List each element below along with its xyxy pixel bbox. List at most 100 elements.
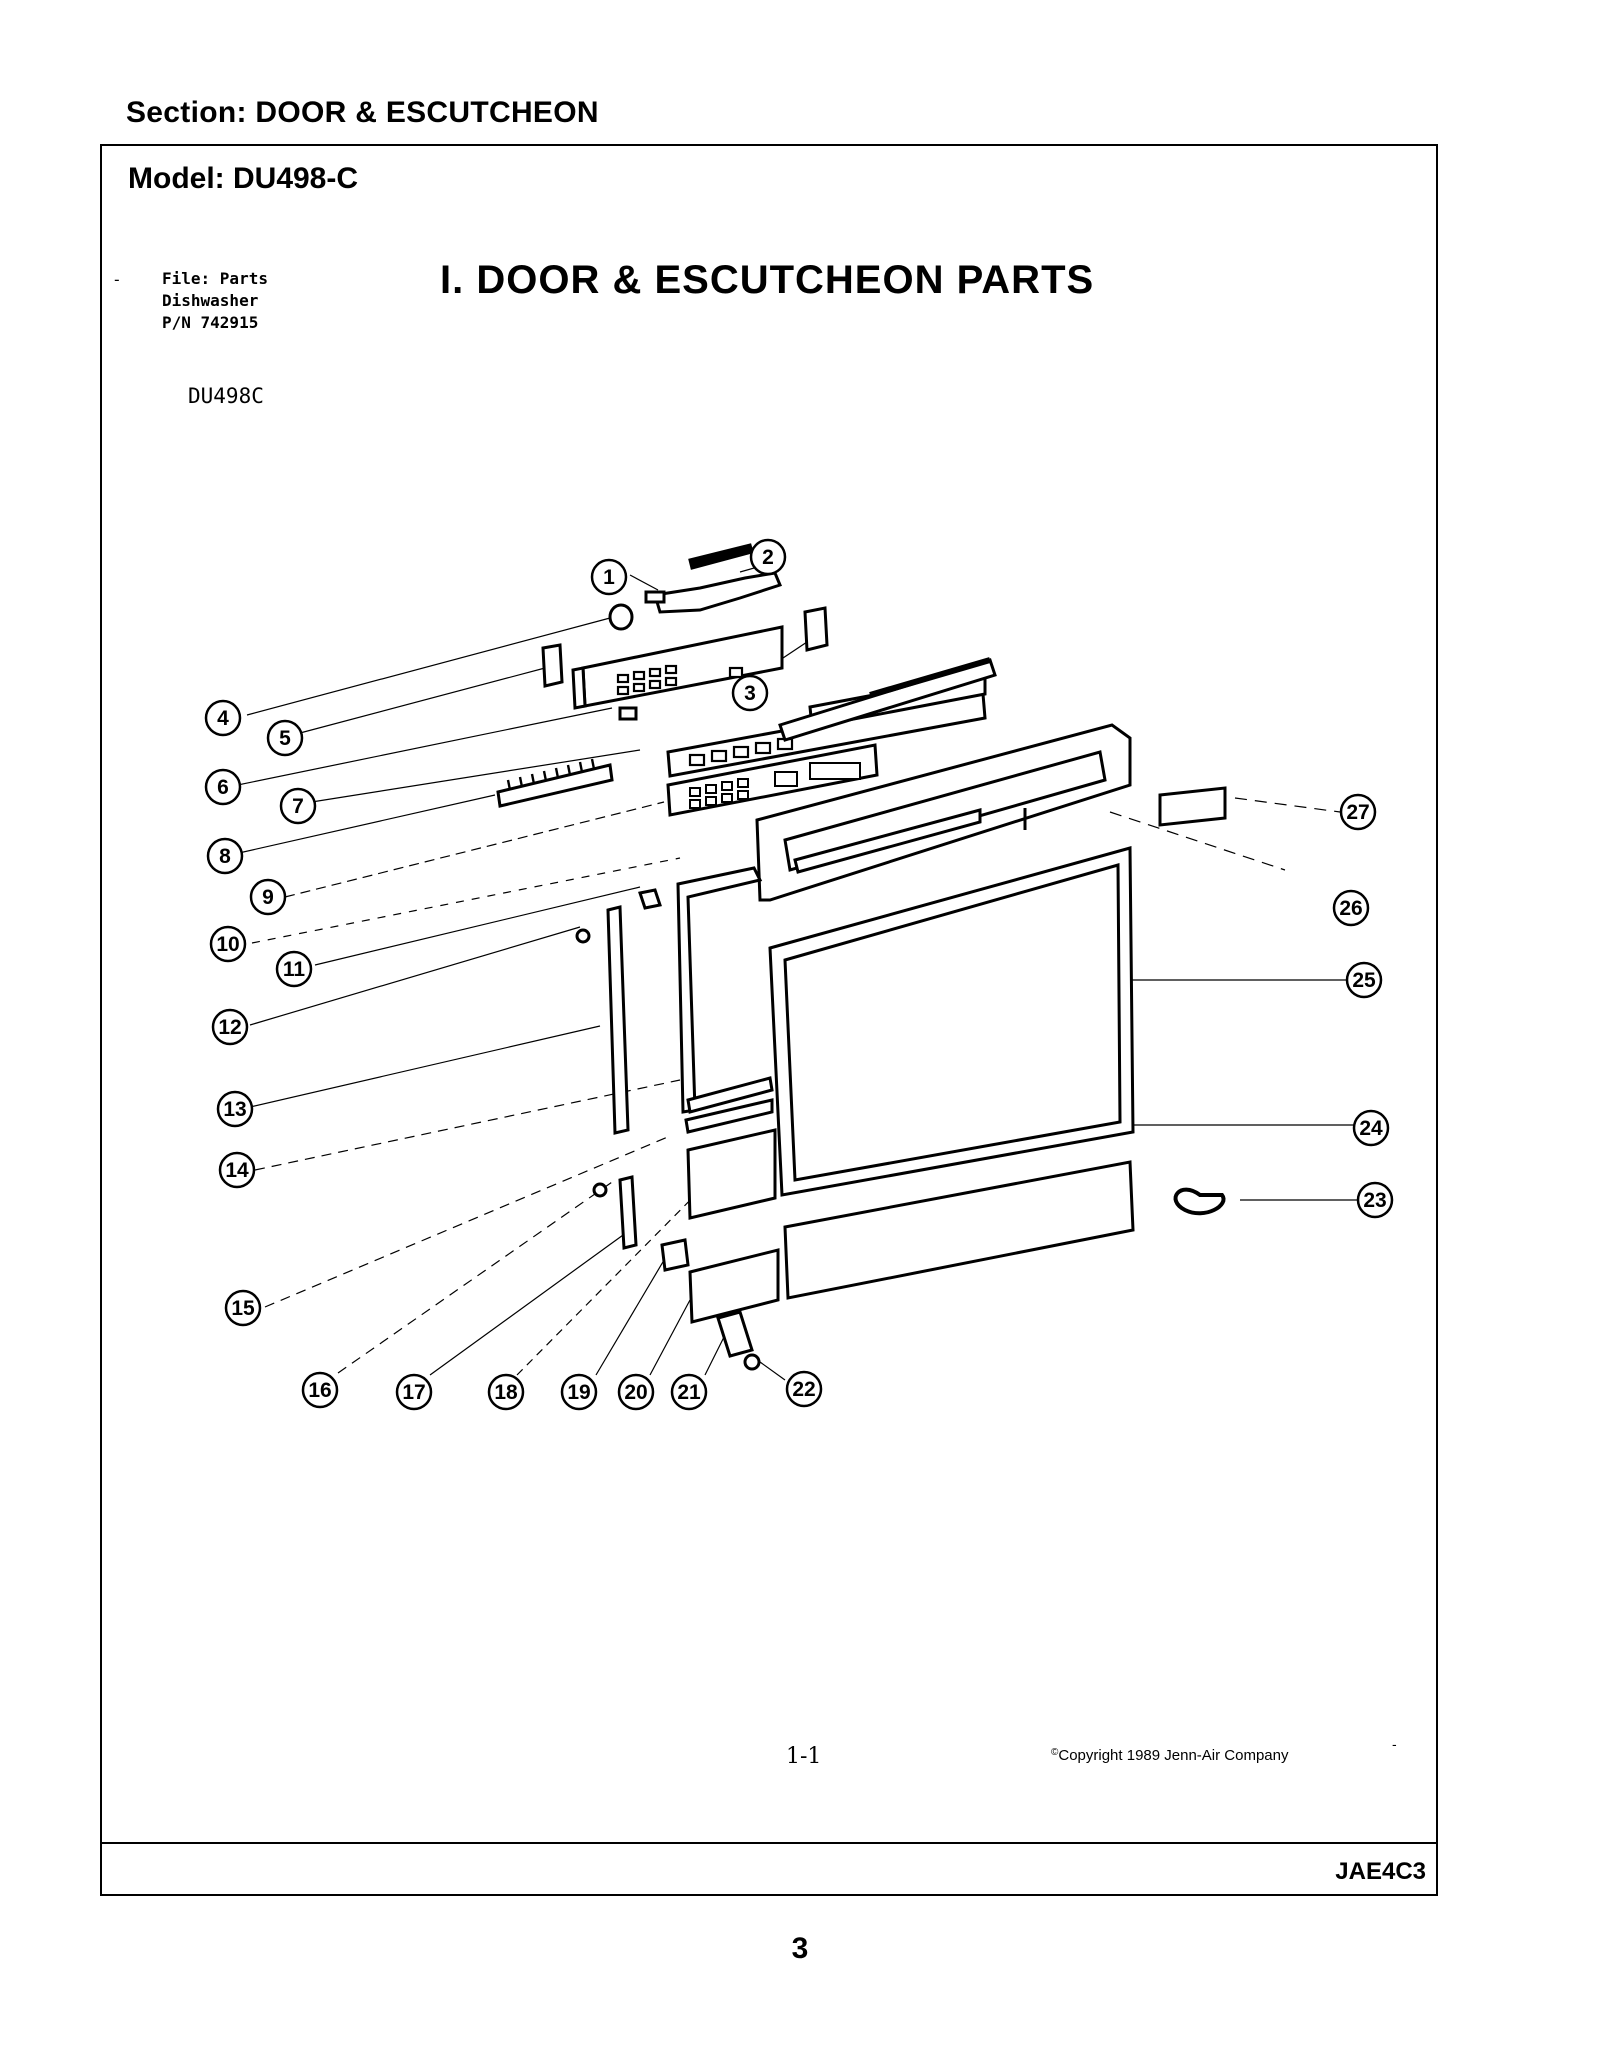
file-line: Dishwasher	[162, 291, 259, 310]
callout-2: 2	[749, 538, 787, 576]
callout-16: 16	[301, 1371, 339, 1409]
callout-circle	[209, 925, 247, 963]
dash-mark: -	[1392, 1736, 1397, 1752]
callout-number: 20	[624, 1381, 647, 1404]
document-code: JAE4C3	[1335, 1858, 1426, 1885]
callout-number: 8	[219, 845, 231, 868]
callout-number: 21	[677, 1381, 701, 1404]
file-line: P/N 742915	[162, 313, 259, 332]
callout-22: 22	[785, 1370, 823, 1408]
footer-rule	[102, 1842, 1436, 1844]
callout-19: 19	[560, 1373, 598, 1411]
callout-14: 14	[218, 1151, 256, 1189]
section-title: Section: DOOR & ESCUTCHEON	[126, 96, 599, 129]
door-parts	[496, 543, 1227, 1371]
callout-circle	[670, 1373, 708, 1411]
copyright-notice: ©Copyright 1989 Jenn-Air Company	[1051, 1747, 1289, 1764]
leader-lines	[227, 564, 1357, 1381]
callout-27: 27	[1339, 793, 1377, 831]
callout-circle	[1339, 793, 1377, 831]
callout-circle	[1356, 1181, 1394, 1219]
callout-circle	[395, 1373, 433, 1411]
callout-3: 3	[731, 674, 769, 712]
callout-10: 10	[209, 925, 247, 963]
callout-18: 18	[487, 1373, 525, 1411]
callout-5: 5	[266, 719, 304, 757]
callout-25: 25	[1345, 961, 1383, 999]
page-number: 3	[791, 1932, 809, 1965]
page-frame: Model: DU498-C - File: Parts Dishwasher …	[100, 144, 1438, 1896]
callout-number: 2	[762, 546, 774, 569]
callout-circle	[301, 1371, 339, 1409]
callout-number: 5	[279, 727, 291, 750]
page-subnumber: 1-1	[786, 1744, 822, 1769]
callout-21: 21	[670, 1373, 708, 1411]
callout-circle	[275, 950, 313, 988]
copyright-text: Copyright 1989 Jenn-Air Company	[1058, 1747, 1289, 1764]
callout-circle	[216, 1090, 254, 1128]
callout-number: 11	[283, 958, 306, 981]
callout-7: 7	[279, 787, 317, 825]
callout-13: 13	[216, 1090, 254, 1128]
callout-1: 1	[590, 558, 628, 596]
callout-number: 12	[218, 1016, 241, 1039]
callout-number: 18	[494, 1381, 518, 1404]
callout-number: 1	[603, 566, 615, 589]
callout-circle	[279, 787, 317, 825]
callout-circle	[224, 1289, 262, 1327]
callout-number: 15	[231, 1297, 255, 1320]
callout-17: 17	[395, 1373, 433, 1411]
callout-24: 24	[1352, 1109, 1390, 1147]
model-label: Model: DU498-C	[128, 162, 359, 195]
callout-number: 10	[216, 933, 239, 956]
callout-circle	[266, 719, 304, 757]
callout-circle	[617, 1373, 655, 1411]
callout-9: 9	[249, 878, 287, 916]
callout-number: 6	[217, 776, 229, 799]
callout-circle	[487, 1373, 525, 1411]
callout-8: 8	[206, 837, 244, 875]
callout-circle	[749, 538, 787, 576]
callout-number: 3	[744, 682, 756, 705]
callout-number: 23	[1363, 1189, 1386, 1212]
callout-11: 11	[275, 950, 313, 988]
callout-circle	[218, 1151, 256, 1189]
callout-26: 26	[1332, 889, 1370, 927]
callout-circle	[590, 558, 628, 596]
callout-circle	[204, 768, 242, 806]
callout-number: 24	[1359, 1117, 1383, 1140]
callout-4: 4	[204, 699, 242, 737]
callout-number: 16	[308, 1379, 331, 1402]
callout-number: 9	[262, 886, 274, 909]
callout-23: 23	[1356, 1181, 1394, 1219]
callout-20: 20	[617, 1373, 655, 1411]
callout-number: 26	[1339, 897, 1362, 920]
callout-circle	[206, 837, 244, 875]
callout-number: 27	[1346, 801, 1369, 824]
callout-number: 13	[223, 1098, 246, 1121]
callout-number: 19	[567, 1381, 590, 1404]
model-code: DU498C	[188, 384, 264, 408]
callout-number: 7	[292, 795, 304, 818]
callout-6: 6	[204, 768, 242, 806]
callout-circle	[211, 1008, 249, 1046]
diagram-title: I. DOOR & ESCUTCHEON PARTS	[440, 258, 1095, 302]
file-info-block: File: Parts Dishwasher P/N 742915	[162, 268, 268, 334]
callout-number: 22	[792, 1378, 815, 1401]
callout-circle	[731, 674, 769, 712]
callout-number: 17	[402, 1381, 425, 1404]
callout-circle	[204, 699, 242, 737]
callout-15: 15	[224, 1289, 262, 1327]
callout-number: 25	[1352, 969, 1376, 992]
callout-circle	[560, 1373, 598, 1411]
file-dash: -	[112, 270, 122, 289]
callout-circle	[1352, 1109, 1390, 1147]
callout-circle	[249, 878, 287, 916]
callout-circle	[1345, 961, 1383, 999]
callout-number: 14	[225, 1159, 249, 1182]
callout-number: 4	[217, 707, 229, 730]
callout-circle	[1332, 889, 1370, 927]
callout-circle	[785, 1370, 823, 1408]
